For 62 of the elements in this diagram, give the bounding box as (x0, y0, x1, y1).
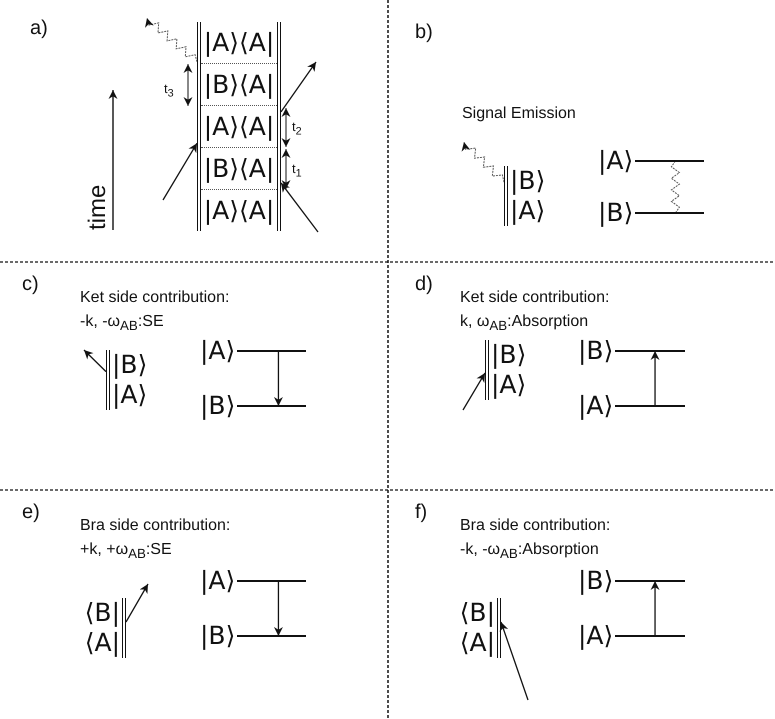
state-label: |A⟩ (491, 370, 525, 400)
panel-heading: Bra side contribution: (80, 516, 230, 536)
photon-arrow (462, 372, 486, 410)
photon-arrow (280, 182, 319, 232)
state-label: |A⟩ (598, 146, 634, 176)
state-label: |A⟩ (578, 621, 614, 651)
state-label: |B⟩⟨A| (201, 63, 277, 105)
panel-letter: f) (415, 500, 428, 524)
axis-label: time (84, 184, 112, 230)
state-label: |A⟩ (510, 196, 544, 226)
panel-letter: c) (22, 272, 39, 296)
ket-diagram (504, 166, 544, 226)
photon-arrow (500, 622, 529, 700)
state-label: ⟨B| (84, 598, 120, 628)
panel-letter: a) (30, 16, 48, 40)
photon-arrow (84, 350, 106, 372)
photon-arrow (162, 142, 198, 200)
state-label: |B⟩ (598, 198, 634, 228)
state-label: |A⟩ (112, 380, 146, 410)
state-label: ⟨A| (458, 628, 495, 658)
panel-caption: -k, -ω$_{AB}$:Absorption (460, 540, 599, 564)
panel-caption: -k, -ω$_{AB}$:SE (80, 312, 164, 336)
state-label: |A⟩ (578, 391, 614, 421)
panel-letter: b) (415, 20, 433, 44)
state-label: ⟨B| (458, 598, 495, 628)
time-interval-label: t$_{2}$ (292, 118, 302, 140)
state-label: |B⟩ (491, 340, 525, 370)
panel-letter: d) (415, 272, 433, 296)
transition-arrow (274, 351, 283, 406)
state-label: |A⟩⟨A| (201, 105, 277, 147)
photon-arrow (125, 584, 149, 622)
state-label: ⟨A| (84, 628, 120, 658)
panel-heading: Bra side contribution: (460, 516, 610, 536)
state-label: |A⟩⟨A| (202, 27, 276, 59)
panel-heading: Ket side contribution: (460, 288, 610, 308)
transition-arrow (650, 581, 660, 636)
panel-letter: e) (22, 500, 40, 524)
wavy-photon-arrow (462, 142, 504, 183)
ket-diagram (106, 350, 146, 410)
time-interval-label: t$_{1}$ (292, 160, 302, 182)
state-label: |B⟩ (578, 566, 614, 596)
state-label: |B⟩ (200, 621, 236, 651)
state-label: |A⟩ (200, 566, 236, 596)
state-label: |B⟩ (112, 350, 146, 380)
panel-caption: +k, +ω$_{AB}$:SE (80, 540, 172, 564)
state-label: |B⟩ (510, 166, 544, 196)
state-label: |B⟩ (578, 336, 614, 366)
state-label: |A⟩ (200, 336, 236, 366)
panel-heading: Signal Emission (462, 104, 576, 124)
state-label: |B⟩⟨A| (201, 147, 277, 189)
double-sided-diagram (197, 22, 281, 231)
panel-heading: Ket side contribution: (80, 288, 230, 308)
wavy-photon-arrow (145, 18, 198, 62)
ket-diagram (485, 340, 525, 400)
time-interval-label: t$_{3}$ (164, 80, 174, 102)
wavy-transition-line (670, 160, 680, 214)
transition-arrow (274, 581, 283, 636)
transition-arrow (650, 351, 660, 406)
panel-caption: k, ω$_{AB}$:Absorption (460, 312, 588, 336)
state-label: |A⟩⟨A| (201, 189, 277, 231)
state-label: |B⟩ (200, 391, 236, 421)
photon-arrow (280, 62, 317, 112)
